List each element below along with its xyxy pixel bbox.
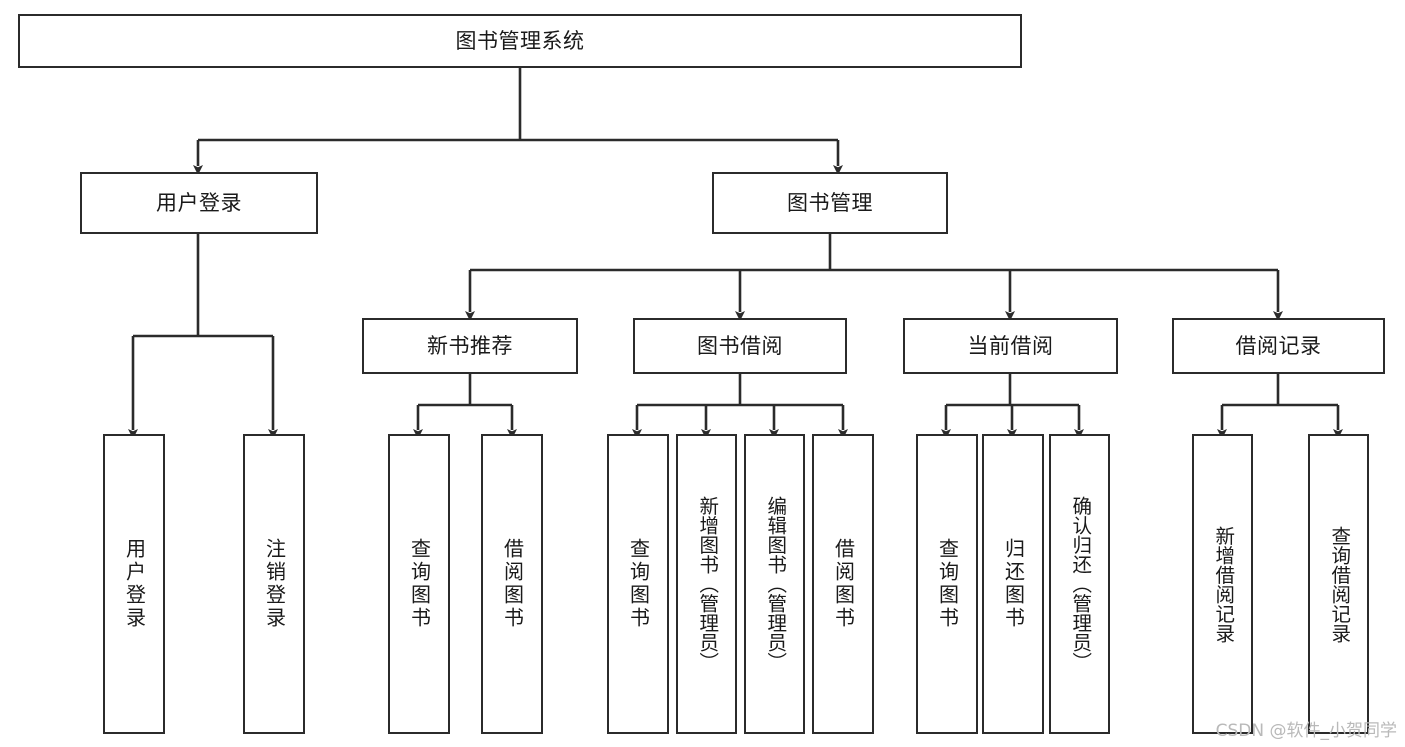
leaf-bookborrow-add-book-admin[interactable]: 新增图书（管理员） [676,434,737,734]
node-label: 借阅图书 [831,538,856,630]
node-label: 图书管理系统 [455,28,585,53]
node-label: 图书管理 [787,190,873,215]
node-label: 当前借阅 [967,333,1054,358]
leaf-borrowrecord-add-record[interactable]: 新增借阅记录 [1192,434,1253,734]
node-label: 查询图书 [935,538,960,630]
leaf-currentborrow-return-books[interactable]: 归还图书 [982,434,1044,734]
node-label: 借阅图书 [500,538,525,630]
leaf-bookborrow-edit-book-admin[interactable]: 编辑图书（管理员） [744,434,805,734]
node-label: 新增借阅记录 [1211,525,1235,643]
leaf-currentborrow-query-books[interactable]: 查询图书 [916,434,978,734]
node-label: 新书推荐 [427,333,513,358]
node-label: 注销登录 [262,538,287,630]
node-label: 用户登录 [122,538,147,630]
node-label: 确认归还（管理员） [1068,496,1092,672]
node-label: 图书借阅 [697,333,783,358]
node-new-book-recommend[interactable]: 新书推荐 [362,318,578,374]
leaf-newbook-query-books[interactable]: 查询图书 [388,434,450,734]
node-label: 归还图书 [1001,538,1026,630]
node-label: 查询图书 [407,538,432,630]
csdn-watermark: CSDN @软件_小贺同学 [1215,721,1397,741]
leaf-currentborrow-confirm-return-admin[interactable]: 确认归还（管理员） [1049,434,1110,734]
leaf-bookborrow-borrow-books[interactable]: 借阅图书 [812,434,874,734]
node-label: 新增图书（管理员） [695,496,719,672]
node-user-login[interactable]: 用户登录 [80,172,318,234]
leaf-user-login-signin[interactable]: 用户登录 [103,434,165,734]
leaf-borrowrecord-query-record[interactable]: 查询借阅记录 [1308,434,1369,734]
node-label: 借阅记录 [1235,333,1322,358]
node-book-borrow[interactable]: 图书借阅 [633,318,847,374]
node-root-system[interactable]: 图书管理系统 [18,14,1022,68]
node-label: 编辑图书（管理员） [763,496,787,672]
node-borrow-record[interactable]: 借阅记录 [1172,318,1385,374]
leaf-bookborrow-query-books[interactable]: 查询图书 [607,434,669,734]
node-label: 查询借阅记录 [1327,525,1351,643]
node-book-management[interactable]: 图书管理 [712,172,948,234]
node-current-borrow[interactable]: 当前借阅 [903,318,1118,374]
leaf-newbook-borrow-books[interactable]: 借阅图书 [481,434,543,734]
node-label: 查询图书 [626,538,651,630]
node-label: 用户登录 [156,190,242,215]
leaf-user-login-signout[interactable]: 注销登录 [243,434,305,734]
